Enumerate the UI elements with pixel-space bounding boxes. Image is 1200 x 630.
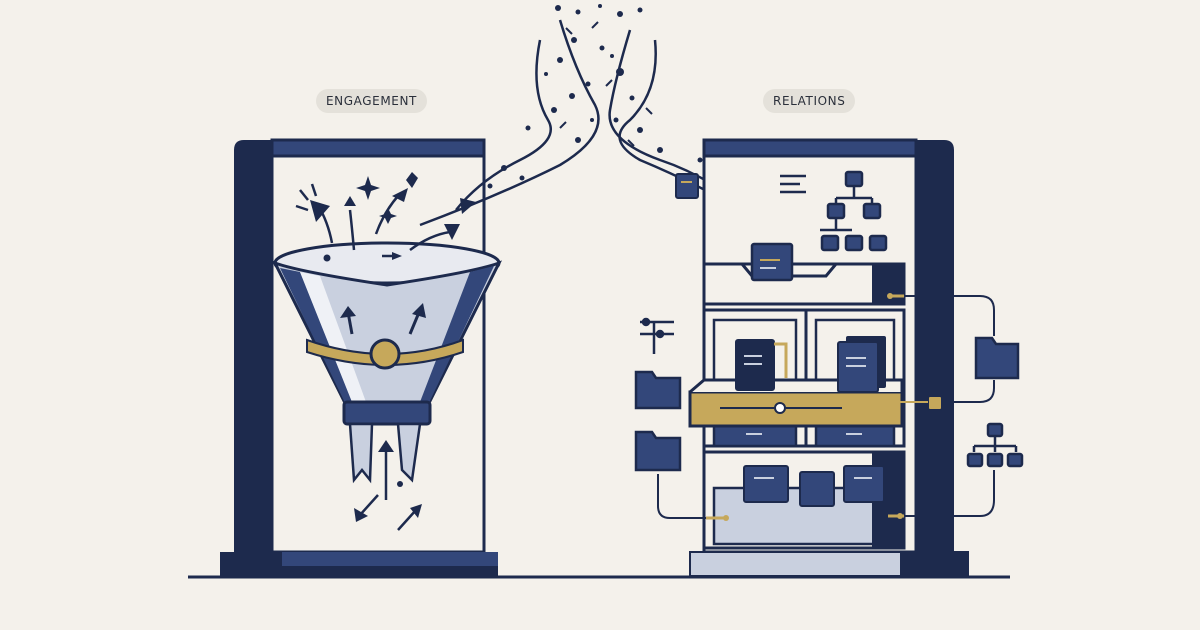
list-icon <box>640 174 806 354</box>
small-org-chart-icon <box>966 422 1024 468</box>
connector-lines <box>657 295 995 519</box>
org-chart-icon <box>820 170 888 252</box>
sparkle-icon <box>356 172 418 224</box>
stream-dashes <box>559 21 653 147</box>
funnel-icon <box>271 241 503 484</box>
engagement-label: ENGAGEMENT <box>316 89 427 113</box>
incoming-document-icon <box>750 242 794 282</box>
relations-label: RELATIONS <box>763 89 856 113</box>
folder-icon <box>634 336 1020 472</box>
connector-nodes <box>706 293 943 521</box>
arrow-icon <box>310 188 460 522</box>
cabinet-documents <box>735 336 886 507</box>
document-icon <box>675 173 699 199</box>
